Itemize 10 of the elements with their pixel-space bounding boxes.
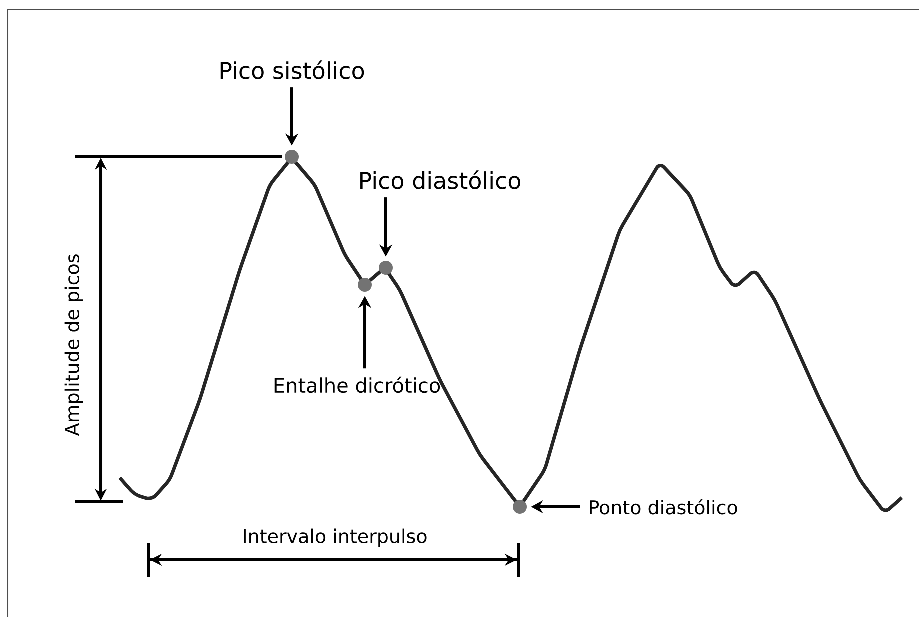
dimension-label: Amplitude de picos [64, 254, 84, 436]
callout-text: Pico diastólico [360, 170, 520, 190]
callout-text: Ponto diastólico [590, 499, 738, 515]
data-point [358, 278, 372, 292]
data-point [513, 500, 527, 514]
data-point [285, 150, 299, 164]
callout-text: Entalhe dicrótico [274, 376, 440, 394]
callout-text: Pico sistólico [220, 60, 364, 80]
data-point [379, 261, 393, 275]
dimension-label: Intervalo interpulso [244, 528, 427, 548]
